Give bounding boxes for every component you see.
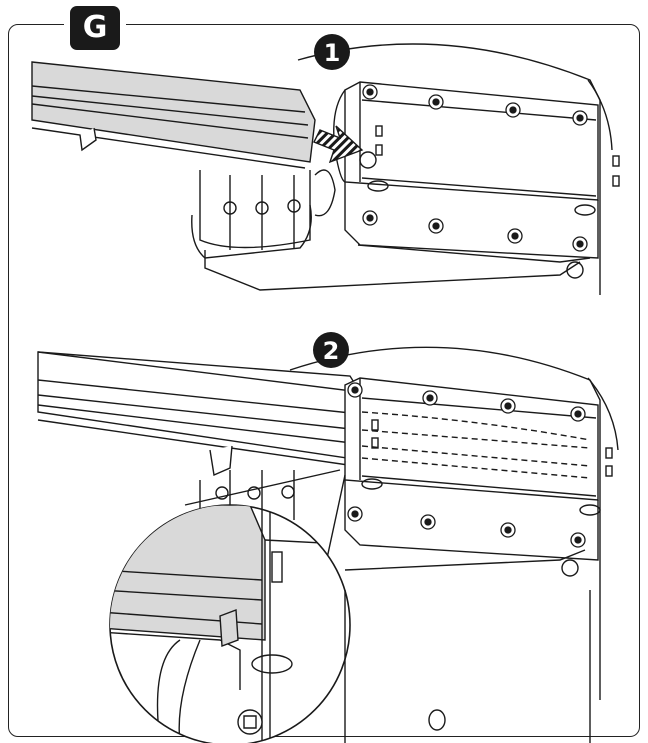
step-badge-1: 1: [314, 34, 350, 70]
screw-head: [347, 506, 363, 522]
screw-head: [570, 532, 586, 548]
screw-head: [570, 406, 586, 422]
screw-head: [507, 228, 523, 244]
bracket-step-1: [333, 81, 620, 279]
housing-curve: [587, 79, 613, 151]
screw-icon: [347, 382, 586, 548]
figure-frame: [8, 24, 640, 737]
screw-head: [428, 218, 444, 234]
screw-head: [420, 514, 436, 530]
screw-head: [428, 94, 444, 110]
screw-head: [500, 522, 516, 538]
gear-cluster-2: [199, 470, 295, 520]
arrow-icon: [313, 125, 364, 164]
screw-head: [362, 210, 378, 226]
base-plate: [204, 250, 581, 291]
screw-head: [500, 398, 516, 414]
screw-head: [505, 102, 521, 118]
screw-icon: [362, 84, 588, 252]
housing-curve-2: [587, 377, 619, 451]
svg-text:1: 1: [324, 39, 341, 67]
screw-head: [572, 110, 588, 126]
screw-head: [572, 236, 588, 252]
svg-text:2: 2: [323, 337, 340, 365]
rail-step-2: [37, 351, 361, 477]
step-badge-2: 2: [313, 332, 349, 368]
rail-step-1: [31, 61, 316, 169]
step-1-illustration: [31, 43, 620, 295]
housing-lower-right: [344, 590, 591, 743]
screw-head: [347, 382, 363, 398]
screw-head: [362, 84, 378, 100]
bracket-step-2: [344, 377, 613, 577]
base-plate-2: [344, 549, 586, 571]
panel-label-badge: G: [70, 6, 120, 50]
step-2-illustration: [37, 346, 619, 700]
gear-cluster: [191, 169, 336, 259]
zoom-lens: [109, 504, 351, 743]
screw-head: [422, 390, 438, 406]
